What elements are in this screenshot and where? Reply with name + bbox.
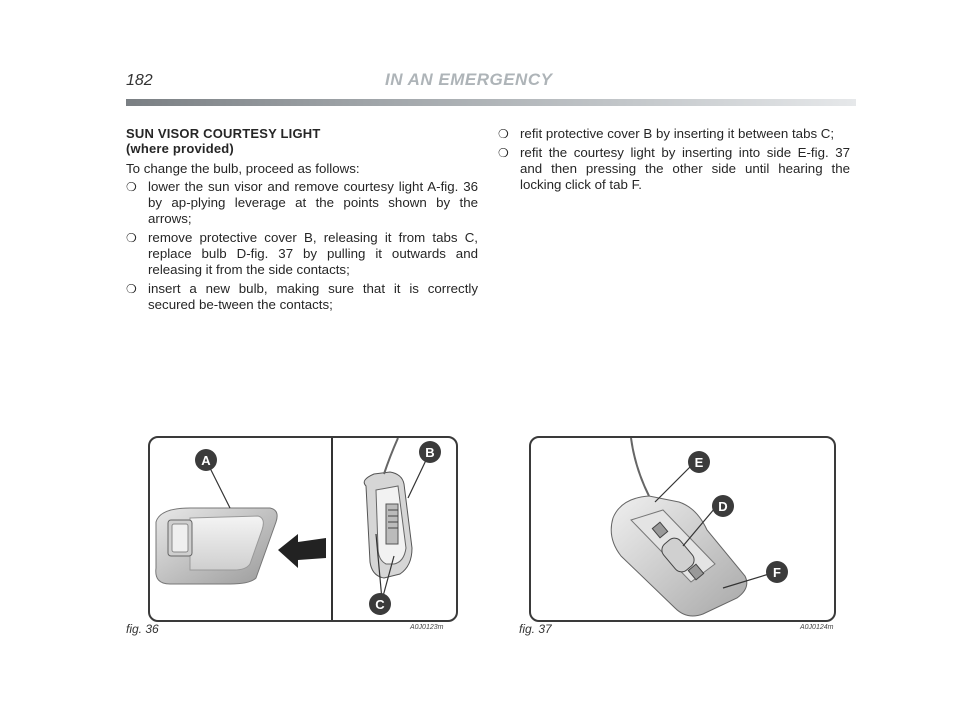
callout-f: F (773, 565, 781, 580)
callout-e: E (695, 455, 704, 470)
page-number: 182 (126, 72, 153, 89)
bulb-replacement-illustration: E D F (610, 438, 788, 617)
callout-c: C (375, 597, 385, 612)
callout-d: D (718, 499, 727, 514)
figure-36: A B C (148, 436, 458, 622)
list-item: ❍ remove protective cover B, releasing it… (126, 230, 478, 278)
bullet-icon: ❍ (498, 127, 509, 141)
list-item-text: insert a new bulb, making sure that it i… (148, 281, 478, 312)
bullet-icon: ❍ (126, 231, 137, 245)
header-bar (126, 99, 856, 106)
heading-line-1: SUN VISOR COURTESY LIGHT (126, 126, 321, 141)
left-column: SUN VISOR COURTESY LIGHT (where provided… (126, 126, 478, 316)
heading-line-2: (where provided) (126, 141, 234, 156)
bullet-icon: ❍ (126, 180, 137, 194)
section-title: IN AN EMERGENCY (385, 70, 553, 89)
figure-36-code: A0J0123m (410, 624, 444, 631)
figure-36-label: fig. 36 (126, 622, 159, 636)
courtesy-light-illustration: A B C (155, 438, 441, 620)
bullet-icon: ❍ (126, 282, 137, 296)
list-item: ❍ lower the sun visor and remove courtesy… (126, 179, 478, 227)
list-item-text: lower the sun visor and remove courtesy … (148, 179, 478, 226)
list-item-text: refit the courtesy light by inserting in… (520, 145, 850, 192)
figure-37-label: fig. 37 (519, 622, 552, 636)
list-item: ❍ insert a new bulb, making sure that it … (126, 281, 478, 313)
section-heading: SUN VISOR COURTESY LIGHT (where provided… (126, 126, 478, 156)
intro-text: To change the bulb, proceed as follows: (126, 161, 360, 176)
callout-b: B (425, 445, 434, 460)
list-item-text: refit protective cover B by inserting it… (520, 126, 835, 141)
list-item-text: remove protective cover B, releasing it … (148, 230, 478, 277)
list-item: ❍ refit protective cover B by inserting i… (498, 126, 850, 142)
instruction-list: ❍ lower the sun visor and remove courtesy… (126, 179, 478, 313)
list-item: ❍ refit the courtesy light by inserting i… (498, 145, 850, 193)
callout-a: A (201, 453, 211, 468)
bullet-icon: ❍ (498, 146, 509, 160)
instruction-list: ❍ refit protective cover B by inserting i… (498, 126, 850, 193)
right-column: ❍ refit protective cover B by inserting i… (498, 126, 850, 196)
figure-37-code: A0J0124m (800, 624, 834, 631)
figure-37: E D F (529, 436, 836, 622)
